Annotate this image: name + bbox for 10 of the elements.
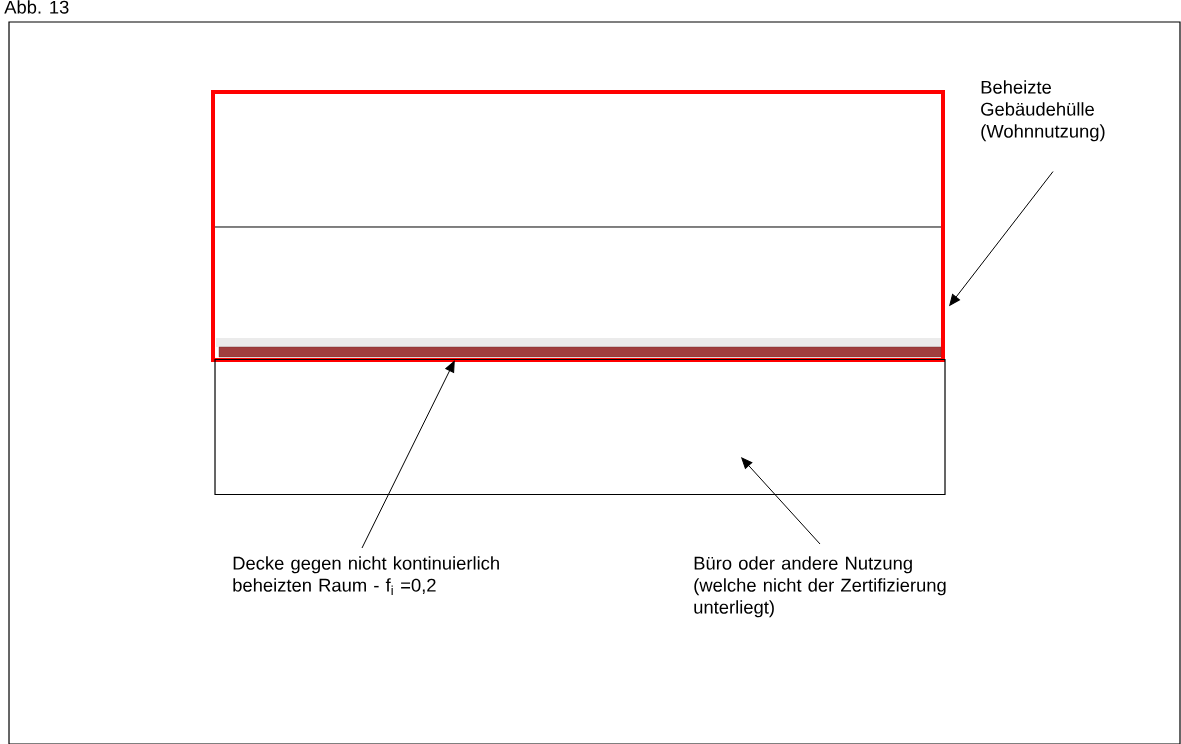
leader-arrow: [741, 457, 821, 545]
figure-number: Abb. 13: [4, 0, 69, 14]
envelope-box: [211, 90, 945, 362]
label-text: Büro oder andere Nutzung (welche nicht der Zertifizierung unterliegt): [694, 556, 946, 618]
leader-arrow: [361, 360, 455, 549]
label-text: Decke gegen nicht kontinuierlich beheizten Raum - f$_{i}$ =0,2: [233, 556, 499, 595]
building-box: [214, 358, 946, 496]
label-text: Beheizte Gebäudehülle (Wohnnutzung): [981, 80, 1105, 142]
slab-bar: [218, 346, 942, 358]
leader-arrow: [949, 171, 1054, 306]
